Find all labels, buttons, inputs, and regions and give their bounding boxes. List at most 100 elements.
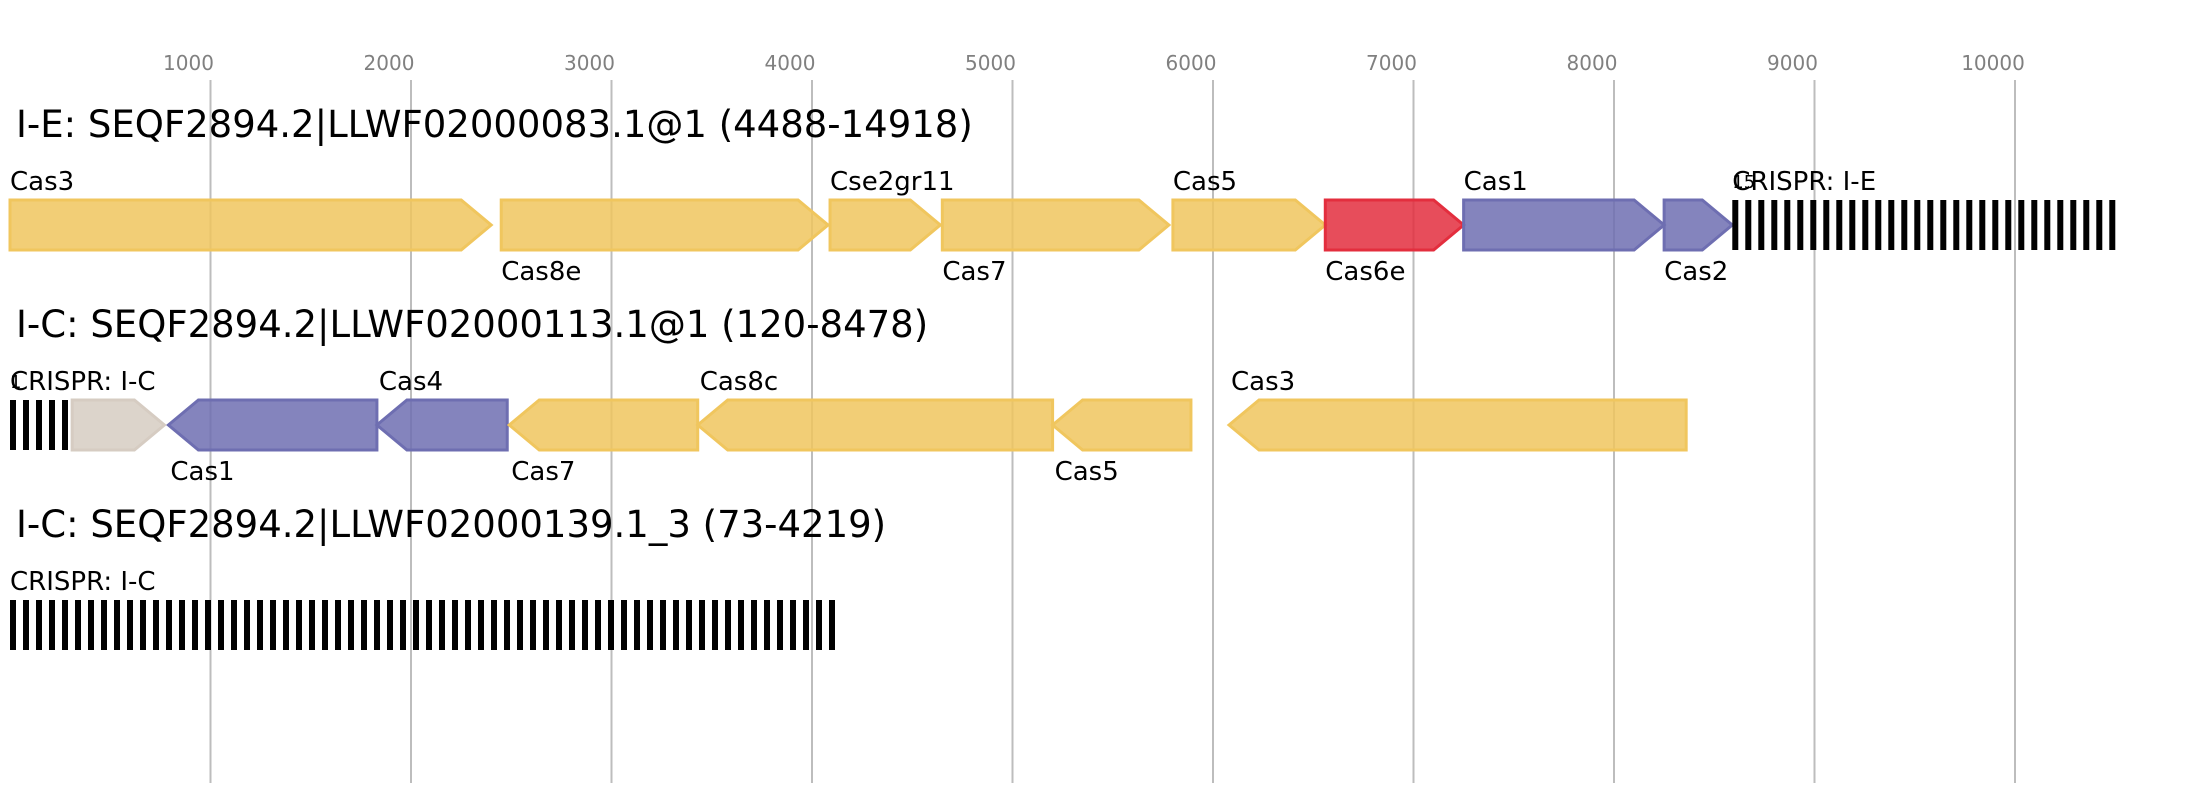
crispr-repeat — [699, 600, 705, 650]
crispr-repeat — [1966, 200, 1973, 250]
tick-label-4000: 4000 — [765, 51, 816, 75]
gene-arrow-cas5 — [1050, 398, 1193, 452]
crispr-repeat — [49, 600, 55, 650]
crispr-array: CRISPR: I-C — [10, 567, 835, 650]
crispr-repeat — [1979, 200, 1986, 250]
crispr-repeat — [439, 600, 445, 650]
crispr-repeat — [75, 600, 81, 650]
crispr-repeat — [1927, 200, 1934, 250]
tick-label-3000: 3000 — [564, 51, 615, 75]
crispr-repeat — [738, 600, 744, 650]
crispr-repeat — [2070, 200, 2077, 250]
crispr-repeat — [491, 600, 497, 650]
crispr-repeat — [556, 600, 562, 650]
tick-label-9000: 9000 — [1767, 51, 1818, 75]
crispr-repeat — [1823, 200, 1830, 250]
gene-arrow-cas8e — [499, 198, 831, 252]
crispr-repeat — [1784, 200, 1791, 250]
gene-arrow-cas3 — [8, 198, 494, 252]
crispr-repeat — [803, 600, 809, 650]
crispr-label: CRISPR: I-E — [1732, 167, 1876, 197]
gene-label-cas5: Cas5 — [1055, 457, 1119, 487]
crispr-repeat — [1732, 200, 1739, 250]
crispr-repeat — [140, 600, 146, 650]
gene-label-cas3: Cas3 — [1231, 367, 1295, 397]
crispr-repeat — [543, 600, 549, 650]
crispr-array: CRISPR: I-E15 — [1732, 167, 2116, 250]
crispr-repeat — [2057, 200, 2064, 250]
crispr-repeat — [790, 600, 796, 650]
gene-label-cas4: Cas4 — [379, 367, 443, 397]
crispr-spacer-count: 15 — [1732, 172, 1755, 193]
gene-arrow-cas6e — [1323, 198, 1466, 252]
gene-label-cas6e: Cas6e — [1325, 257, 1405, 287]
crispr-repeat — [400, 600, 406, 650]
crispr-repeat — [647, 600, 653, 650]
gene-label-cas5: Cas5 — [1173, 167, 1237, 197]
gene-label-cas7: Cas7 — [511, 457, 575, 487]
crispr-repeat — [23, 600, 29, 650]
crispr-repeat — [387, 600, 393, 650]
crispr-repeat — [1771, 200, 1778, 250]
gene-label-cas7: Cas7 — [942, 257, 1006, 287]
gene-arrow-cse2gr11 — [828, 198, 943, 252]
crispr-repeat — [166, 600, 172, 650]
crispr-repeat — [1797, 200, 1804, 250]
crispr-repeat — [114, 600, 120, 650]
gene-arrow-unknown — [70, 398, 167, 452]
crispr-array: CRISPR: I-C1 — [10, 367, 156, 450]
crispr-repeat — [712, 600, 718, 650]
gene-label-cas1: Cas1 — [1464, 167, 1528, 197]
crispr-repeat — [582, 600, 588, 650]
track-title: I-E: SEQF2894.2|LLWF02000083.1@1 (4488-1… — [16, 103, 973, 146]
crispr-repeat — [426, 600, 432, 650]
track-title: I-C: SEQF2894.2|LLWF02000139.1_3 (73-421… — [16, 503, 886, 546]
crispr-repeat — [608, 600, 614, 650]
gene-arrow-cas3 — [1226, 398, 1688, 452]
crispr-repeat — [504, 600, 510, 650]
crispr-repeat — [673, 600, 679, 650]
crispr-repeat — [2018, 200, 2025, 250]
crispr-repeat — [283, 600, 289, 650]
crispr-repeat — [751, 600, 757, 650]
gene-arrow-cas2 — [1662, 198, 1735, 252]
crispr-repeat — [413, 600, 419, 650]
crispr-repeat — [361, 600, 367, 650]
locus-track-3: I-C: SEQF2894.2|LLWF02000139.1_3 (73-421… — [10, 503, 886, 650]
crispr-repeat — [1901, 200, 1908, 250]
locus-tracks: I-E: SEQF2894.2|LLWF02000083.1@1 (4488-1… — [8, 103, 2116, 650]
crispr-repeat — [1836, 200, 1843, 250]
tick-label-6000: 6000 — [1166, 51, 1217, 75]
crispr-repeat — [192, 600, 198, 650]
crispr-repeat — [1992, 200, 1999, 250]
tick-label-1000: 1000 — [163, 51, 214, 75]
crispr-repeat — [1940, 200, 1947, 250]
crispr-repeat — [2083, 200, 2090, 250]
crispr-repeat — [621, 600, 627, 650]
gene-label-cse2gr11: Cse2gr11 — [830, 167, 955, 197]
crispr-repeat — [36, 400, 42, 450]
crispr-repeat — [322, 600, 328, 650]
crispr-repeat — [62, 600, 68, 650]
tick-label-10000: 10000 — [1961, 51, 2025, 75]
gene-label-cas3: Cas3 — [10, 167, 74, 197]
crispr-repeat — [127, 600, 133, 650]
crispr-repeat — [49, 400, 55, 450]
gene-arrow-cas7 — [940, 198, 1172, 252]
tick-label-8000: 8000 — [1567, 51, 1618, 75]
crispr-repeat — [2096, 200, 2103, 250]
crispr-repeat — [2109, 200, 2116, 250]
crispr-repeat — [1914, 200, 1921, 250]
gene-label-cas1: Cas1 — [170, 457, 234, 487]
crispr-repeat — [764, 600, 770, 650]
crispr-label: CRISPR: I-C — [10, 567, 156, 597]
crispr-repeat — [10, 400, 16, 450]
gene-label-cas8c: Cas8c — [700, 367, 778, 397]
crispr-repeat — [335, 600, 341, 650]
crispr-repeat — [36, 600, 42, 650]
crispr-repeat — [777, 600, 783, 650]
gene-arrow-cas1 — [166, 398, 379, 452]
crispr-label: CRISPR: I-C — [10, 367, 156, 397]
